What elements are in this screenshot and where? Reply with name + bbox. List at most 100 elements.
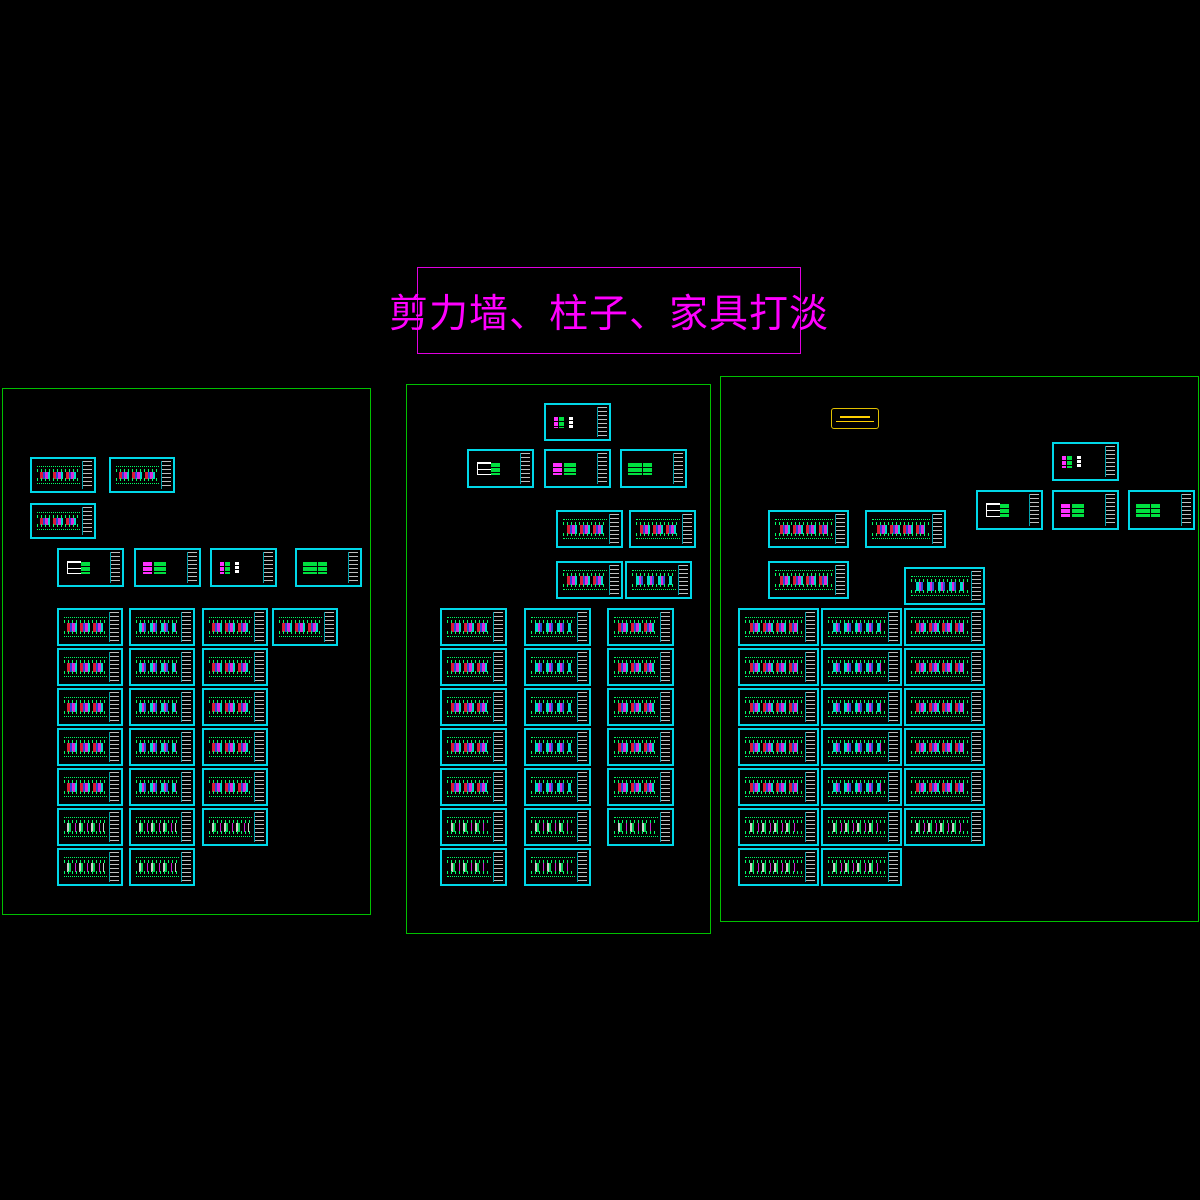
floor-plan-sheet-thumbnail[interactable] [738, 808, 819, 846]
title-block-strip [493, 852, 503, 882]
title-block-strip [805, 732, 815, 762]
floor-plan-sheet-thumbnail[interactable] [129, 728, 195, 766]
title-block-strip [181, 732, 191, 762]
title-block-strip [263, 552, 273, 583]
floor-plan-sheet-thumbnail[interactable] [904, 728, 985, 766]
floor-plan-sheet-thumbnail[interactable] [821, 688, 902, 726]
floor-plan-sheet-thumbnail[interactable] [202, 648, 268, 686]
floor-plan-sheet-thumbnail[interactable] [524, 688, 591, 726]
floor-plan-sheet-thumbnail[interactable] [524, 808, 591, 846]
legend-sheet-thumbnail[interactable] [210, 548, 277, 587]
legend-sheet-thumbnail[interactable] [544, 449, 611, 488]
floor-plan-sheet-thumbnail[interactable] [440, 688, 507, 726]
floor-plan-sheet-thumbnail[interactable] [607, 728, 674, 766]
floor-plan-sheet-thumbnail[interactable] [821, 608, 902, 646]
floor-plan-sheet-thumbnail[interactable] [57, 808, 123, 846]
floor-plan-sheet-thumbnail[interactable] [524, 768, 591, 806]
legend-sheet-thumbnail[interactable] [1128, 490, 1195, 530]
title-block-strip [660, 692, 670, 722]
floor-plan-sheet-thumbnail[interactable] [129, 648, 195, 686]
floor-plan-sheet-thumbnail[interactable] [821, 808, 902, 846]
floor-plan-sheet-thumbnail[interactable] [821, 648, 902, 686]
floor-plan-sheet-thumbnail[interactable] [738, 648, 819, 686]
floor-plan-sheet-thumbnail[interactable] [524, 728, 591, 766]
frame-middle[interactable] [406, 384, 711, 934]
floor-plan-sheet-thumbnail[interactable] [738, 608, 819, 646]
floor-plan-sheet-thumbnail[interactable] [768, 561, 849, 599]
floor-plan-sheet-thumbnail[interactable] [30, 503, 96, 539]
floor-plan-sheet-thumbnail[interactable] [129, 808, 195, 846]
title-block-strip [493, 612, 503, 642]
floor-plan-sheet-thumbnail[interactable] [904, 768, 985, 806]
floor-plan-sheet-thumbnail[interactable] [440, 808, 507, 846]
floor-plan-sheet-thumbnail[interactable] [57, 848, 123, 886]
floor-plan-sheet-thumbnail[interactable] [556, 510, 623, 548]
floor-plan-sheet-thumbnail[interactable] [821, 768, 902, 806]
floor-plan-sheet-thumbnail[interactable] [57, 608, 123, 646]
floor-plan-sheet-thumbnail[interactable] [440, 648, 507, 686]
floor-plan-sheet-thumbnail[interactable] [129, 688, 195, 726]
legend-sheet-thumbnail[interactable] [295, 548, 362, 587]
floor-plan-sheet-thumbnail[interactable] [524, 648, 591, 686]
floor-plan-sheet-thumbnail[interactable] [202, 808, 268, 846]
floor-plan-sheet-thumbnail[interactable] [625, 561, 692, 599]
title-block-strip [888, 772, 898, 802]
floor-plan-sheet-thumbnail[interactable] [440, 728, 507, 766]
floor-plan-sheet-thumbnail[interactable] [738, 688, 819, 726]
floor-plan-sheet-thumbnail[interactable] [738, 848, 819, 886]
floor-plan-sheet-thumbnail[interactable] [524, 848, 591, 886]
floor-plan-sheet-thumbnail[interactable] [524, 608, 591, 646]
floor-plan-sheet-thumbnail[interactable] [629, 510, 696, 548]
floor-plan-sheet-thumbnail[interactable] [556, 561, 623, 599]
floor-plan-sheet-thumbnail[interactable] [904, 608, 985, 646]
floor-plan-sheet-thumbnail[interactable] [272, 608, 338, 646]
floor-plan-sheet-thumbnail[interactable] [129, 848, 195, 886]
legend-sheet-thumbnail[interactable] [976, 490, 1043, 530]
title-block-strip [109, 612, 119, 642]
legend-sheet-thumbnail[interactable] [134, 548, 201, 587]
frame-right[interactable] [720, 376, 1199, 922]
floor-plan-sheet-thumbnail[interactable] [440, 768, 507, 806]
floor-plan-sheet-thumbnail[interactable] [202, 608, 268, 646]
legend-sheet-thumbnail[interactable] [1052, 490, 1119, 530]
legend-sheet-thumbnail[interactable] [57, 548, 124, 587]
floor-plan-sheet-thumbnail[interactable] [109, 457, 175, 493]
floor-plan-sheet-thumbnail[interactable] [129, 608, 195, 646]
legend-sheet-thumbnail[interactable] [620, 449, 687, 488]
floor-plan-sheet-thumbnail[interactable] [904, 567, 985, 605]
legend-sheet-thumbnail[interactable] [544, 403, 611, 441]
floor-plan-sheet-thumbnail[interactable] [904, 808, 985, 846]
floor-plan-sheet-thumbnail[interactable] [821, 728, 902, 766]
floor-plan-sheet-thumbnail[interactable] [57, 648, 123, 686]
floor-plan-sheet-thumbnail[interactable] [904, 648, 985, 686]
title-block-strip [161, 461, 171, 489]
title-block-strip [181, 692, 191, 722]
floor-plan-sheet-thumbnail[interactable] [440, 848, 507, 886]
floor-plan-sheet-thumbnail[interactable] [738, 768, 819, 806]
floor-plan-sheet-thumbnail[interactable] [202, 728, 268, 766]
title-block-strip [660, 772, 670, 802]
floor-plan-sheet-thumbnail[interactable] [202, 688, 268, 726]
floor-plan-sheet-thumbnail[interactable] [57, 728, 123, 766]
floor-plan-sheet-thumbnail[interactable] [129, 768, 195, 806]
floor-plan-sheet-thumbnail[interactable] [738, 728, 819, 766]
floor-plan-sheet-thumbnail[interactable] [57, 688, 123, 726]
frame-left[interactable] [2, 388, 371, 915]
floor-plan-sheet-thumbnail[interactable] [607, 768, 674, 806]
legend-sheet-thumbnail[interactable] [1052, 442, 1119, 481]
floor-plan-sheet-thumbnail[interactable] [865, 510, 946, 548]
floor-plan-sheet-thumbnail[interactable] [440, 608, 507, 646]
floor-plan-sheet-thumbnail[interactable] [202, 768, 268, 806]
floor-plan-sheet-thumbnail[interactable] [57, 768, 123, 806]
floor-plan-sheet-thumbnail[interactable] [904, 688, 985, 726]
floor-plan-sheet-thumbnail[interactable] [30, 457, 96, 493]
floor-plan-sheet-thumbnail[interactable] [607, 608, 674, 646]
floor-plan-sheet-thumbnail[interactable] [607, 808, 674, 846]
floor-plan-sheet-thumbnail[interactable] [607, 688, 674, 726]
floor-plan-sheet-thumbnail[interactable] [607, 648, 674, 686]
title-block-strip [493, 812, 503, 842]
legend-sheet-thumbnail[interactable] [467, 449, 534, 488]
floor-plan-sheet-thumbnail[interactable] [768, 510, 849, 548]
floor-plan-sheet-thumbnail[interactable] [821, 848, 902, 886]
